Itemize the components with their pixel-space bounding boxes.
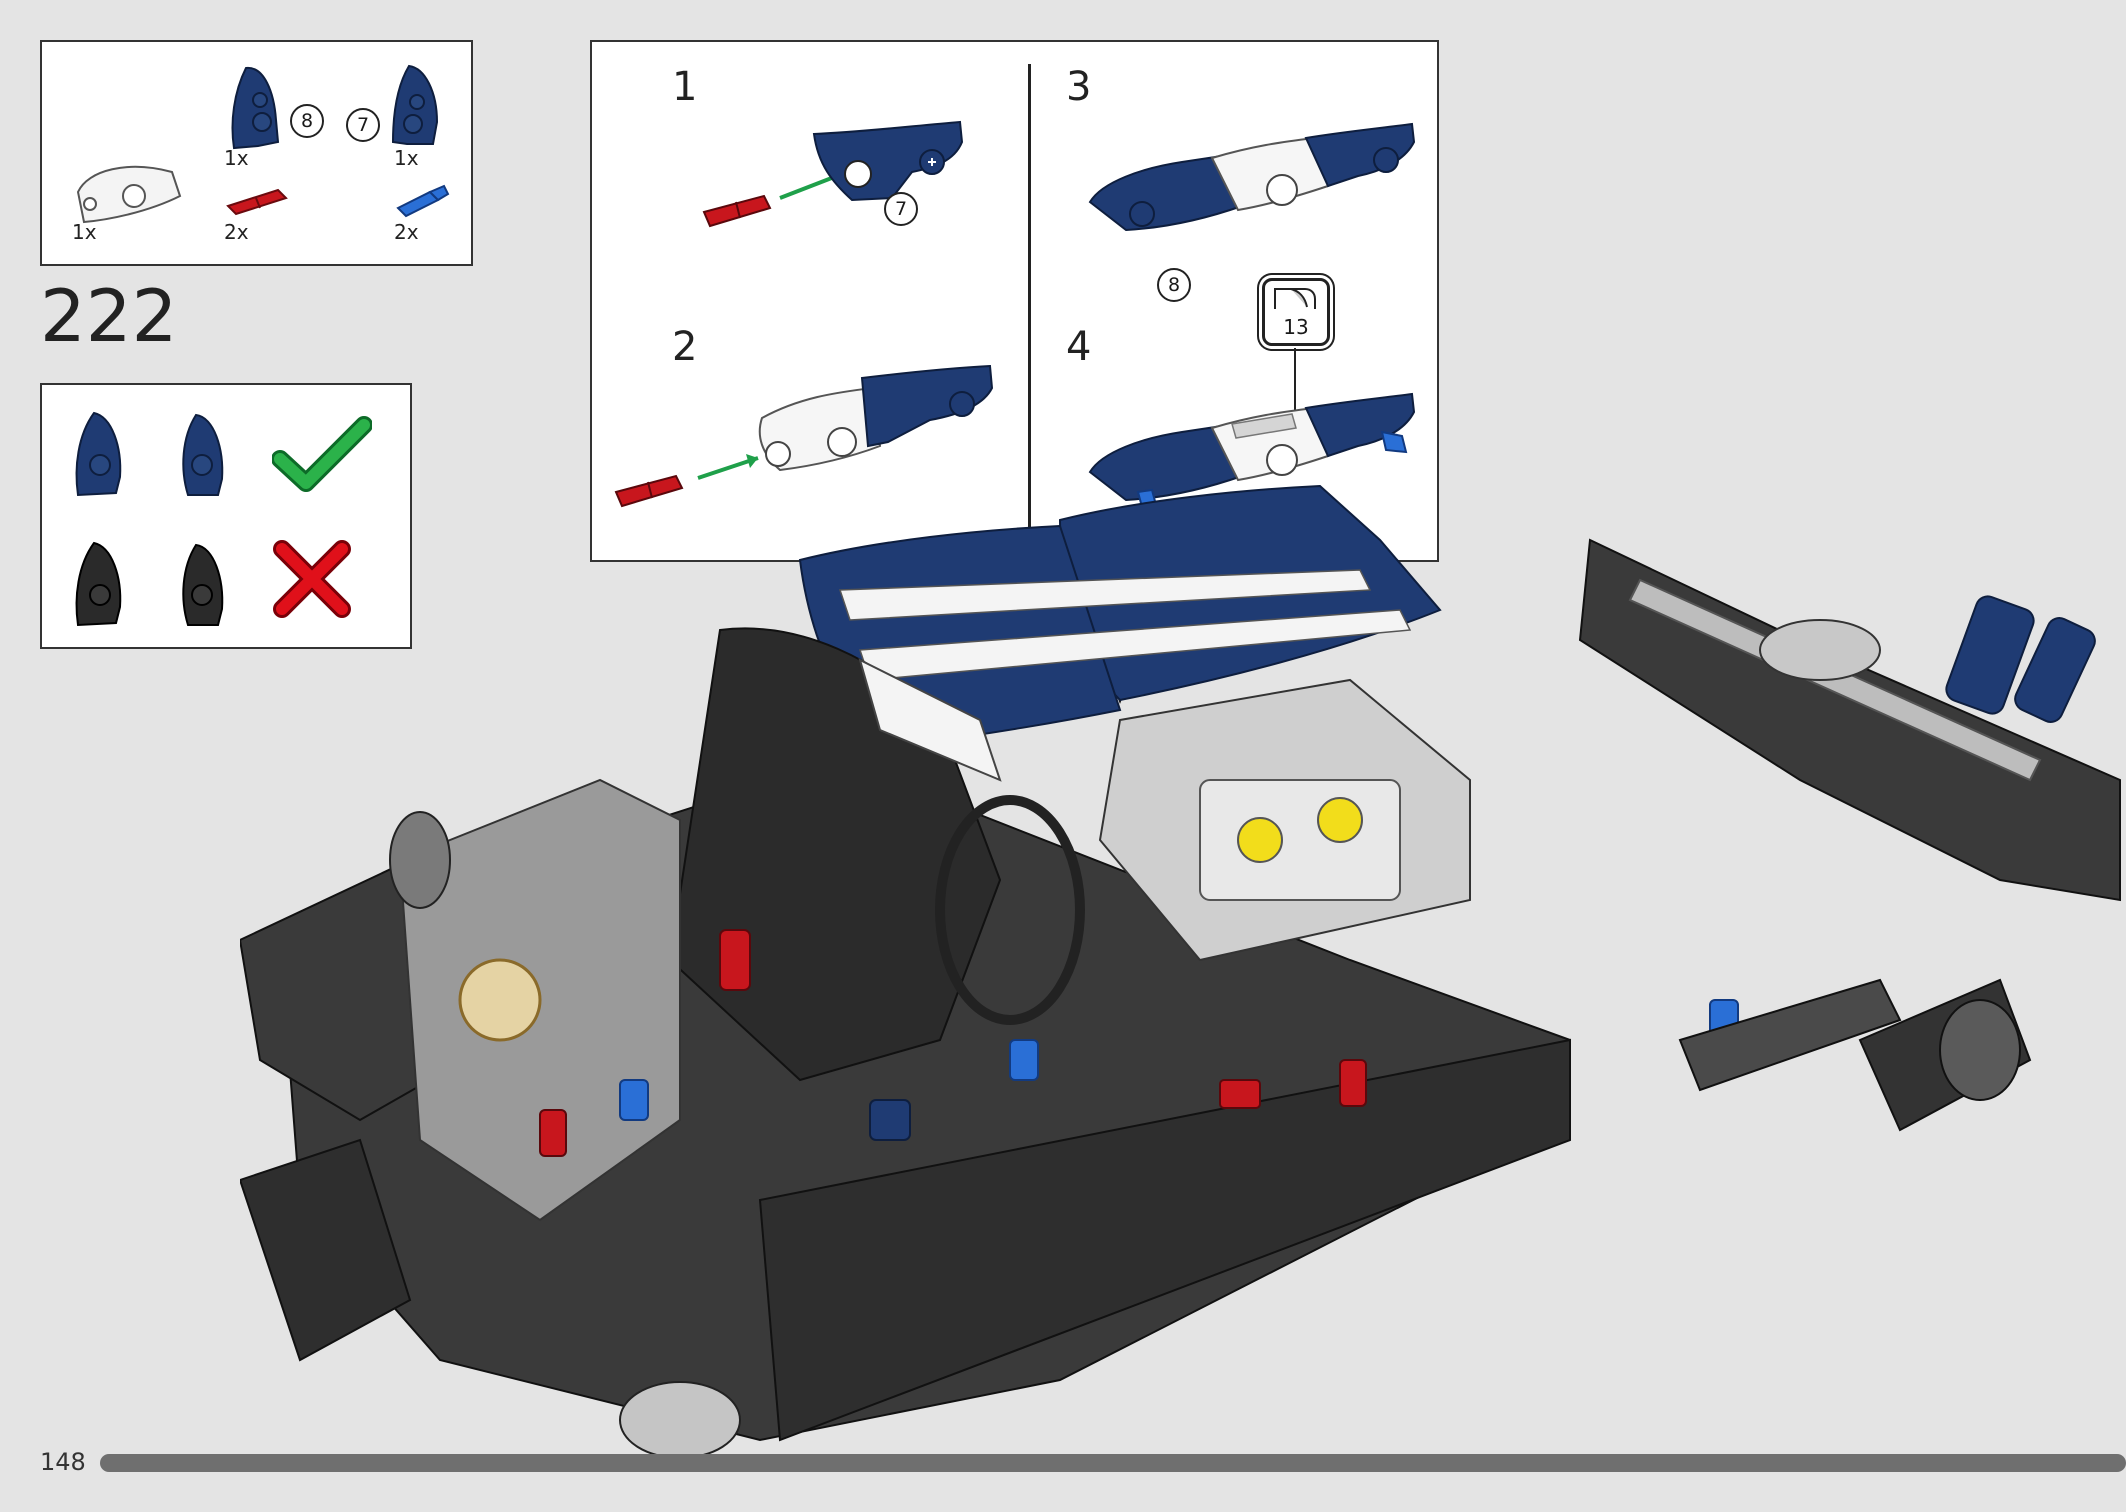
substep-1-number: 1 bbox=[672, 64, 698, 110]
sticker-number: 13 bbox=[1283, 315, 1309, 339]
substep-2-number: 2 bbox=[672, 324, 698, 370]
substep-3-illustration bbox=[1088, 122, 1416, 232]
parts-qty-blue-pin: 2x bbox=[394, 220, 419, 244]
check-mark-icon bbox=[272, 416, 372, 492]
parts-qty-red-pin: 2x bbox=[224, 220, 249, 244]
parts-qty-blue-left: 1x bbox=[224, 146, 249, 170]
substep-box: 1 2 3 4 7 8 bbox=[590, 40, 1439, 562]
sticker-callout-box: 13 bbox=[1262, 278, 1330, 346]
page-number: 148 bbox=[40, 1448, 86, 1476]
substep-4-illustration bbox=[1088, 392, 1416, 524]
substep-3-callout: 8 bbox=[1157, 268, 1191, 302]
red-axle-pin-icon bbox=[226, 188, 288, 216]
parts-list: 8 1x 7 1x 1x 2x 2x bbox=[40, 40, 473, 266]
blue-panel-correct-b-icon bbox=[182, 413, 224, 496]
car-chassis-illustration bbox=[240, 484, 2121, 1459]
black-panel-wrong-a-icon bbox=[75, 541, 122, 627]
substep-2-illustration bbox=[614, 364, 994, 508]
blue-panel-right-icon bbox=[391, 64, 439, 145]
parts-callout-7: 7 bbox=[346, 108, 380, 142]
step-number: 222 bbox=[40, 274, 178, 358]
parts-qty-blue-right: 1x bbox=[394, 146, 419, 170]
blue-panel-left-icon bbox=[231, 66, 280, 150]
substep-1-callout: 7 bbox=[884, 192, 918, 226]
substep-3-number: 3 bbox=[1066, 64, 1092, 110]
cross-mark-icon bbox=[273, 540, 351, 618]
blue-panel-correct-a-icon bbox=[75, 411, 122, 497]
substep-divider bbox=[1028, 64, 1031, 530]
blue-axle-pin-icon bbox=[396, 184, 450, 218]
sticker-icon bbox=[1274, 288, 1316, 309]
page-progress-bar bbox=[100, 1454, 2126, 1472]
black-panel-wrong-b-icon bbox=[182, 543, 224, 626]
substep-1-illustration bbox=[702, 120, 964, 228]
parts-callout-8: 8 bbox=[290, 104, 324, 138]
parts-qty-white-panel: 1x bbox=[72, 220, 97, 244]
white-curved-panel-icon bbox=[76, 165, 182, 224]
sticker-leader-line bbox=[1294, 348, 1296, 438]
orientation-check-box bbox=[40, 383, 412, 649]
substep-4-number: 4 bbox=[1066, 324, 1092, 370]
